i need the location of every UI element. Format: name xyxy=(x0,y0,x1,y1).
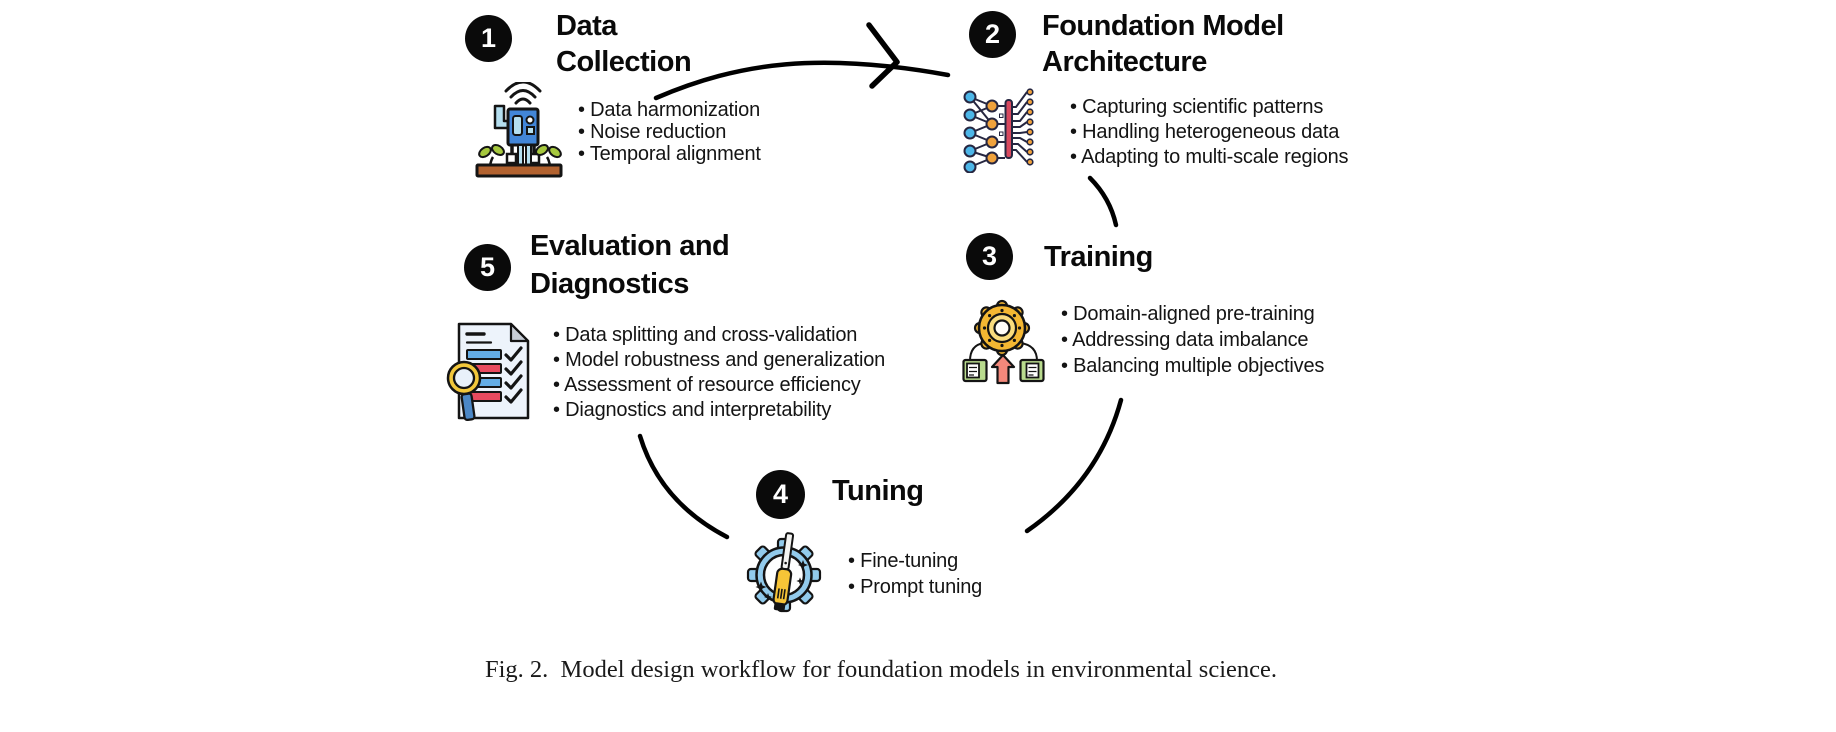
arrow-step1-to-step2 xyxy=(653,60,951,101)
step-4-title: Tuning xyxy=(832,473,924,509)
step-5-bullets: Data splitting and cross-validation Mode… xyxy=(553,323,885,423)
bullet-item: Domain-aligned pre-training xyxy=(1061,301,1324,327)
bullet-item: Handling heterogeneous data xyxy=(1070,120,1348,145)
title-line: Collection xyxy=(556,46,692,78)
figure-caption: Fig. 2. Model design workflow for founda… xyxy=(484,656,1278,683)
title-line: Architecture xyxy=(1042,46,1207,78)
step-3-number-badge: 3 xyxy=(966,233,1013,280)
step-2-bullets: Capturing scientific patterns Handling h… xyxy=(1070,95,1348,170)
bullet-item: Adapting to multi-scale regions xyxy=(1070,145,1348,170)
bullet-item: Data harmonization xyxy=(578,99,761,121)
bullet-item: Fine-tuning xyxy=(848,548,982,574)
bullet-item: Temporal alignment xyxy=(578,143,761,165)
checklist-magnifier-icon xyxy=(446,322,530,422)
step-1-title: Data Collection xyxy=(556,8,692,80)
bullet-item: Balancing multiple objectives xyxy=(1061,353,1324,379)
step-number: 5 xyxy=(479,252,496,282)
neural-network-icon xyxy=(963,88,1034,173)
step-4-number-badge: 4 xyxy=(756,470,805,519)
step-4-bullets: Fine-tuning Prompt tuning xyxy=(848,548,982,600)
gear-screwdriver-icon xyxy=(746,532,822,613)
bullet-item: Diagnostics and interpretability xyxy=(553,398,885,423)
gear-training-icon xyxy=(962,299,1045,385)
bullet-item: Prompt tuning xyxy=(848,574,982,600)
connector-step2-to-step3 xyxy=(1087,175,1119,228)
step-1-number-badge: 1 xyxy=(465,15,512,62)
arrowhead-step1-to-step2 xyxy=(866,22,900,89)
bullet-item: Addressing data imbalance xyxy=(1061,327,1324,353)
bullet-item: Data splitting and cross-validation xyxy=(553,323,885,348)
step-number: 4 xyxy=(772,479,789,509)
step-5-title: Evaluation and Diagnostics xyxy=(530,227,730,303)
title-line: Data xyxy=(556,10,617,42)
arc-step5-to-step4 xyxy=(637,433,730,540)
step-2-number-badge: 2 xyxy=(969,11,1016,58)
arc-step3-to-step4 xyxy=(1024,397,1124,534)
bullet-item: Noise reduction xyxy=(578,121,761,143)
soil-sensor-icon xyxy=(475,82,563,178)
bullet-item: Assessment of resource efficiency xyxy=(553,373,885,398)
title-line: Diagnostics xyxy=(530,268,689,300)
step-number: 2 xyxy=(984,19,1001,49)
step-number: 3 xyxy=(981,241,998,271)
step-3-bullets: Domain-aligned pre-training Addressing d… xyxy=(1061,301,1324,379)
step-5-number-badge: 5 xyxy=(464,244,511,291)
title-line: Foundation Model xyxy=(1042,10,1284,42)
step-3-title: Training xyxy=(1044,239,1153,275)
bullet-item: Capturing scientific patterns xyxy=(1070,95,1348,120)
step-2-title: Foundation Model Architecture xyxy=(1042,8,1284,80)
title-line: Evaluation and xyxy=(530,230,730,262)
bullet-item: Model robustness and generalization xyxy=(553,348,885,373)
title-line: Training xyxy=(1044,241,1153,273)
step-1-bullets: Data harmonization Noise reduction Tempo… xyxy=(578,99,761,165)
step-number: 1 xyxy=(480,23,497,53)
title-line: Tuning xyxy=(832,475,924,507)
